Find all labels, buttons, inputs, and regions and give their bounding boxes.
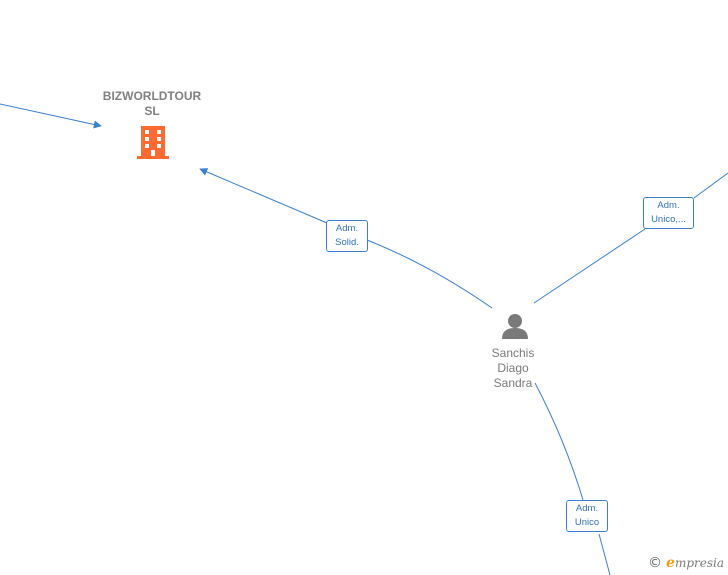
empresia-watermark: © empresia: [648, 555, 724, 571]
edge-external-to-company: [0, 103, 102, 129]
edge-person-to-company: [199, 168, 493, 309]
relation-badge-adm-solid[interactable]: Adm. Solid.: [326, 220, 368, 252]
relation-label-line1: Adm.: [575, 503, 599, 514]
relation-label-line2: Solid.: [335, 237, 359, 248]
brand-name: empresia: [666, 555, 724, 571]
company-name-line1: BIZWORLDTOUR: [102, 89, 202, 103]
relation-label-line1: Adm.: [657, 200, 680, 211]
edge-person-to-upper-right: [533, 172, 728, 304]
company-name-label[interactable]: BIZWORLDTOUR SL: [92, 89, 212, 119]
relation-label-line2: Unico: [574, 517, 600, 528]
relation-label-line2: Unico,...: [651, 214, 686, 225]
edge-person-to-bottom: [534, 382, 611, 575]
person-name-line2: Diago: [497, 361, 529, 375]
person-name-line3: Sandra: [493, 376, 533, 390]
person-name-label[interactable]: Sanchis Diago Sandra: [468, 346, 558, 391]
relation-label-line1: Adm.: [335, 223, 359, 234]
company-name-line2: SL: [144, 104, 160, 118]
brand-initial: e: [666, 555, 675, 571]
person-icon[interactable]: [502, 314, 528, 339]
person-name-line1: Sanchis: [491, 346, 535, 360]
building-icon[interactable]: [137, 126, 169, 159]
brand-rest: mpresia: [674, 556, 724, 570]
relation-badge-adm-unico[interactable]: Adm. Unico: [566, 500, 608, 532]
relation-badge-adm-unico-etc[interactable]: Adm. Unico,...: [643, 197, 694, 229]
copyright-icon: ©: [648, 555, 663, 571]
